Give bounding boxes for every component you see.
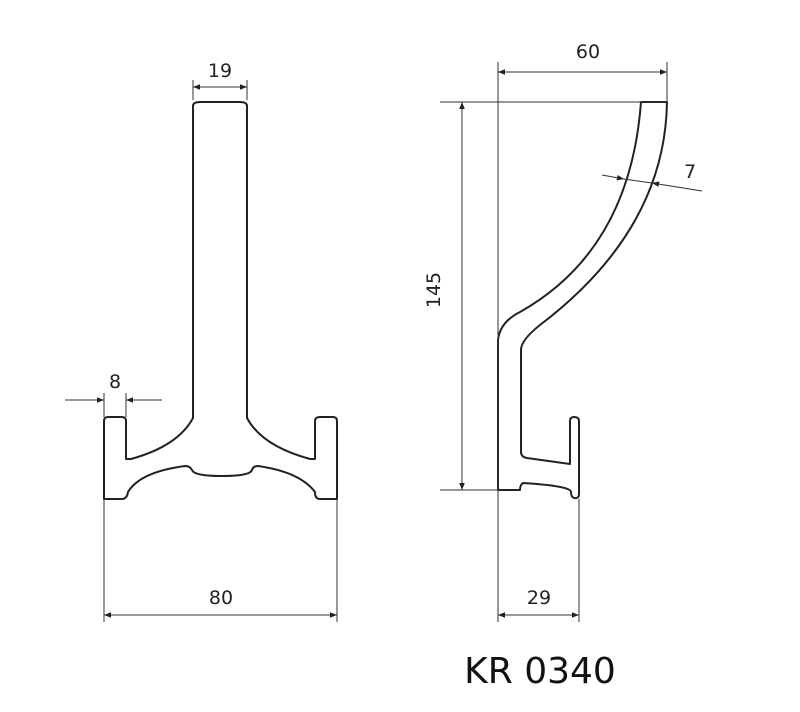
dim-flange-width: 8 — [109, 371, 121, 393]
dim-line-thickness-left — [601, 174, 625, 181]
front-view-outline — [103, 101, 338, 500]
dim-stem-width: 19 — [208, 60, 232, 82]
dim-line-thickness-mid — [623, 178, 653, 184]
dim-thickness: 7 — [684, 161, 696, 183]
dim-height: 145 — [423, 272, 445, 308]
dim-base-depth: 29 — [527, 587, 551, 609]
dim-line-thickness-right — [651, 181, 703, 192]
front-view: 19 8 80 — [65, 60, 338, 622]
dim-total-width: 80 — [209, 587, 233, 609]
side-view: 60 145 7 29 — [423, 41, 703, 622]
model-number: KR 0340 — [464, 651, 616, 692]
dim-depth: 60 — [576, 41, 600, 63]
side-view-outline — [497, 101, 668, 500]
